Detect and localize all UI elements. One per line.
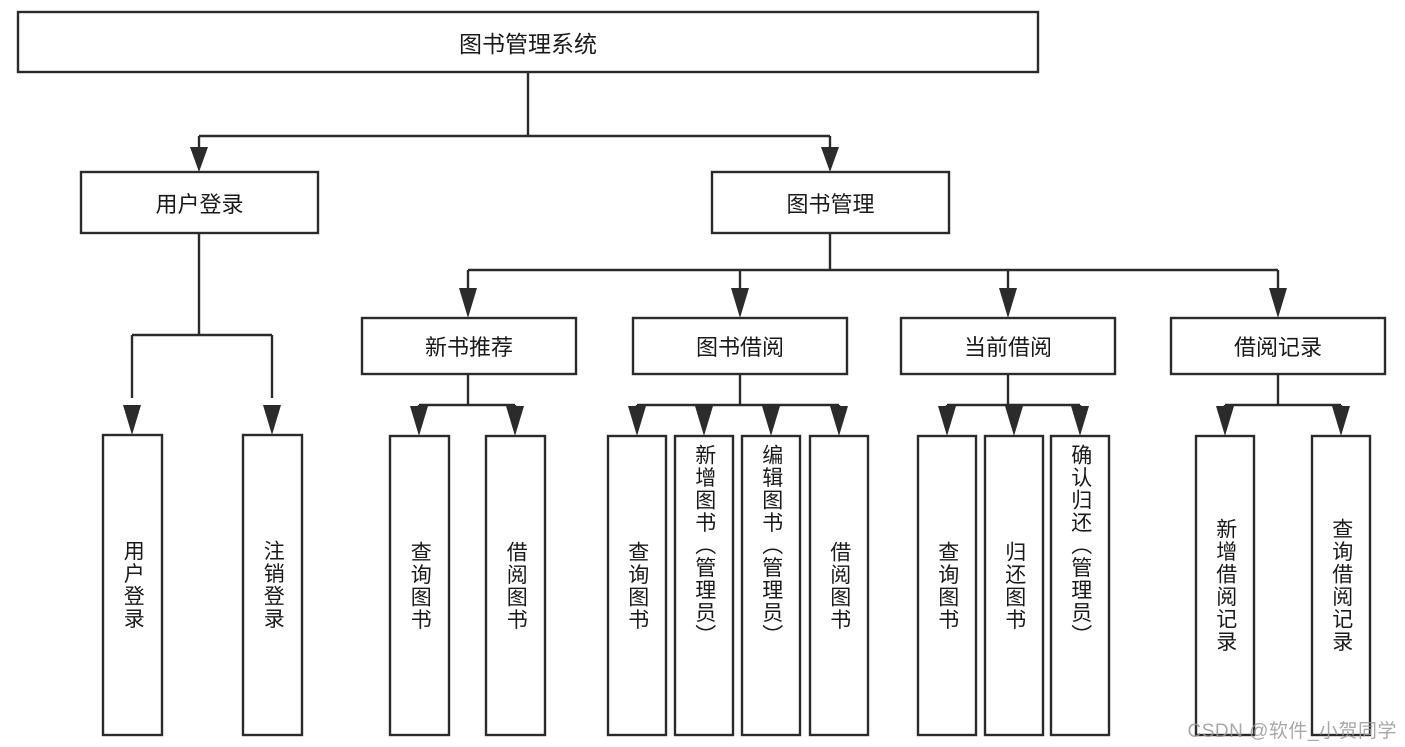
arrow-to-leaf-user-login	[123, 405, 141, 435]
leaf-return-book-box[interactable]	[983, 434, 1045, 737]
leaf-borrow-book-1-box[interactable]	[484, 434, 547, 737]
leaf-edit-book-box[interactable]	[740, 434, 802, 737]
node-user-login-box[interactable]	[79, 170, 320, 235]
arrow-to-leaf-confirm-return	[1071, 406, 1089, 436]
arrow-to-leaf-add-record	[1216, 406, 1234, 436]
node-book-borrow-box[interactable]	[631, 316, 849, 376]
arrow-to-book-borrow	[731, 288, 749, 318]
arrow-to-leaf-query-record	[1332, 406, 1350, 436]
arrow-to-leaf-query-book-1	[410, 406, 428, 436]
node-borrow-record-box[interactable]	[1169, 316, 1387, 376]
arrow-to-current-borrow	[999, 288, 1017, 318]
leaf-logout-box[interactable]	[241, 433, 304, 737]
leaf-confirm-return-box[interactable]	[1049, 434, 1111, 737]
arrow-to-leaf-query-book-2	[628, 406, 646, 436]
arrow-to-user-login	[190, 147, 208, 172]
node-layer	[16, 10, 1387, 737]
arrow-to-leaf-borrow-book-1	[506, 406, 524, 436]
leaf-query-book-2-box[interactable]	[606, 434, 668, 737]
watermark-text: CSDN @软件_小贺同学	[1187, 721, 1397, 742]
leaf-query-record-box[interactable]	[1310, 434, 1372, 737]
node-root-box[interactable]	[16, 10, 1040, 74]
node-book-management-box[interactable]	[710, 170, 951, 235]
arrow-to-leaf-return-book	[1005, 406, 1023, 436]
arrow-to-book-management	[821, 147, 839, 172]
arrow-to-leaf-add-book	[695, 406, 713, 436]
leaf-user-login-box[interactable]	[101, 433, 164, 737]
leaf-query-book-1-box[interactable]	[388, 434, 451, 737]
arrow-to-leaf-logout	[263, 405, 281, 435]
node-new-book-recommend-box[interactable]	[360, 316, 578, 376]
connector-layer	[123, 72, 1350, 436]
leaf-borrow-book-2-box[interactable]	[808, 434, 870, 737]
leaf-query-book-3-box[interactable]	[916, 434, 978, 737]
leaf-add-book-box[interactable]	[673, 434, 735, 737]
arrow-to-borrow-record	[1269, 288, 1287, 318]
arrow-to-new-book-recommend	[459, 288, 477, 318]
arrow-to-leaf-edit-book	[762, 406, 780, 436]
arrow-to-leaf-borrow-book-2	[830, 406, 848, 436]
node-current-borrow-box[interactable]	[899, 316, 1117, 376]
arrow-to-leaf-query-book-3	[938, 406, 956, 436]
leaf-add-record-box[interactable]	[1194, 434, 1256, 737]
